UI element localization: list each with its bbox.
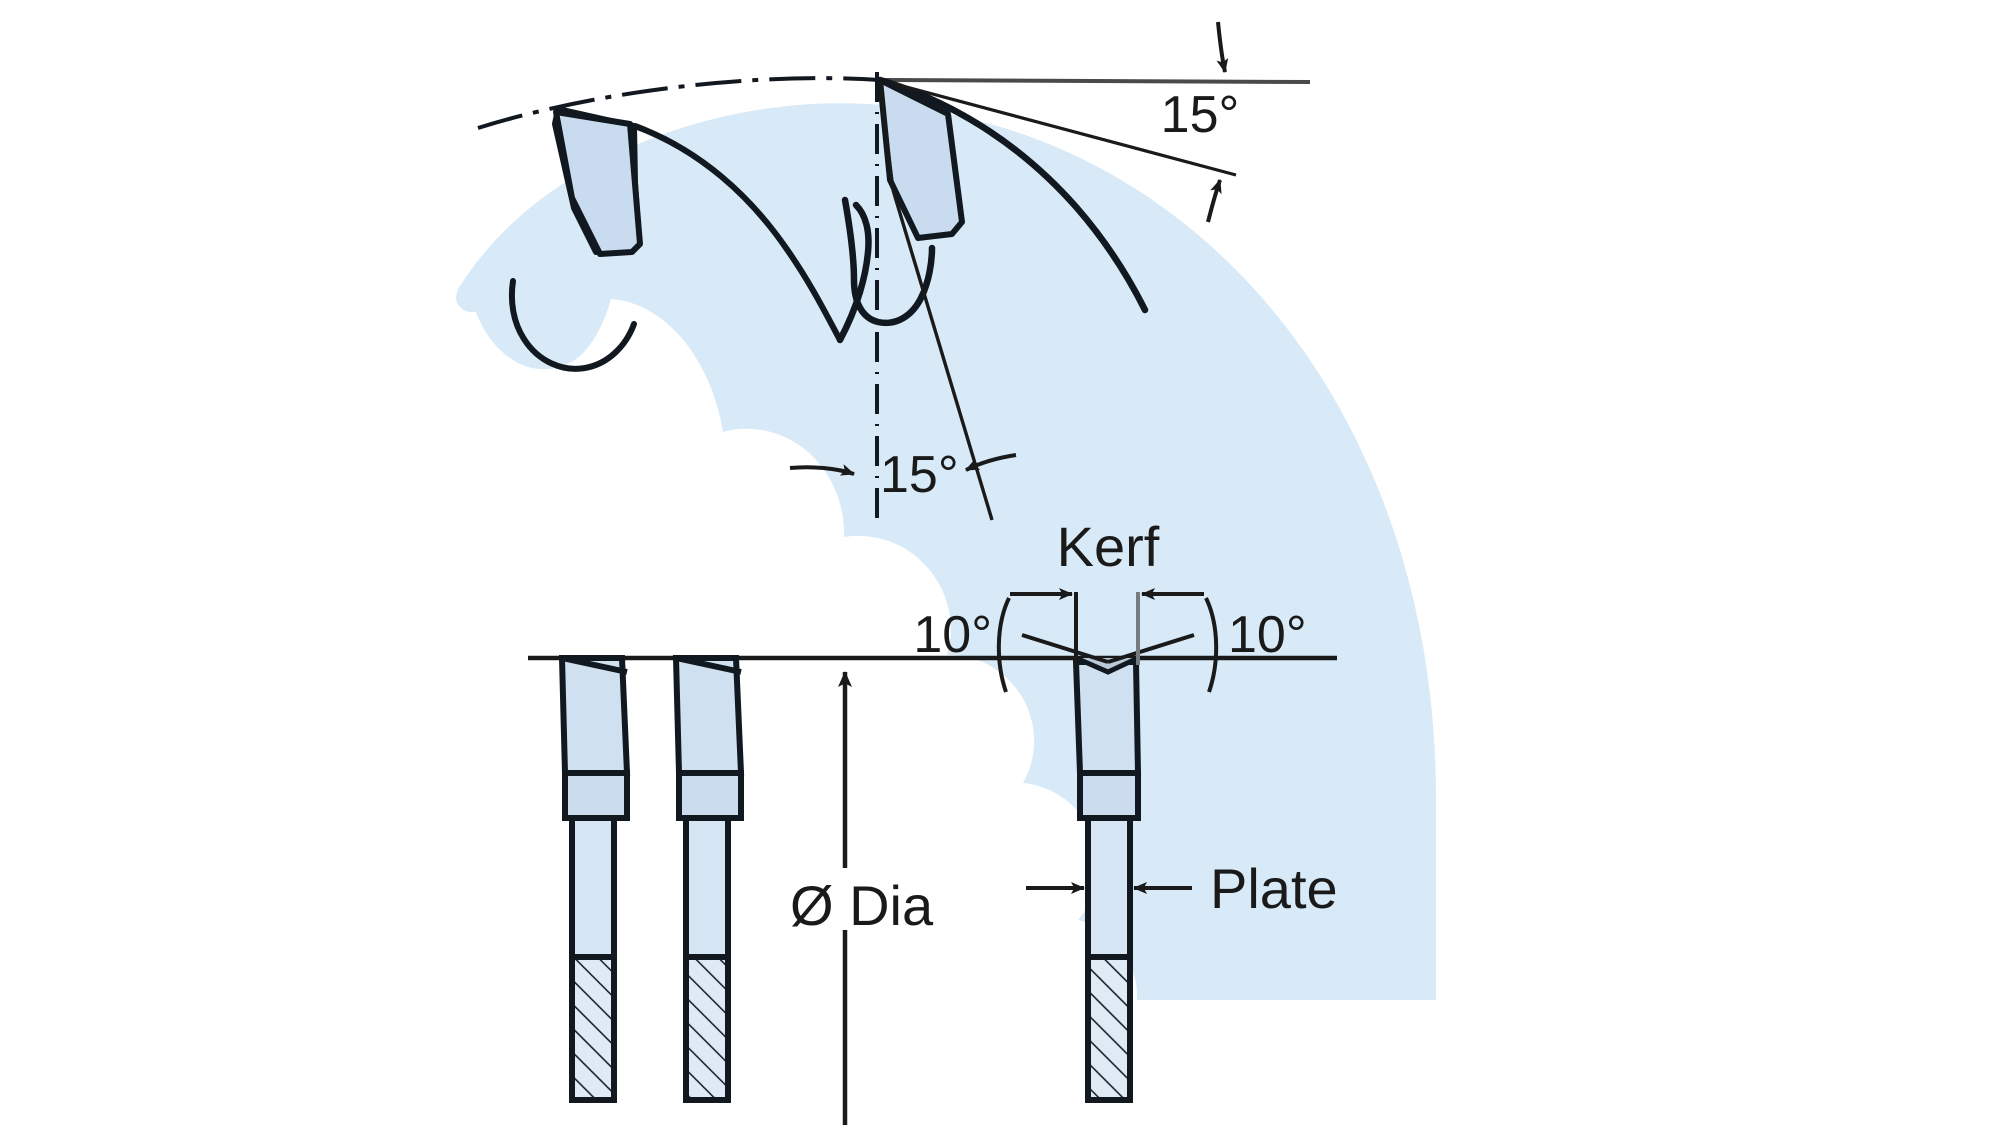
clearance-arc-right [1204, 597, 1219, 693]
plate-body-left-1 [569, 815, 617, 960]
clearance-line-right [1107, 633, 1195, 664]
hatched-section-left-1 [569, 954, 617, 1103]
tip-top-bevel-left-2 [675, 655, 742, 675]
label-diameter: Ø Dia [790, 874, 934, 937]
blade-body-curve-right [876, 76, 1149, 314]
plate-body-left-2 [683, 815, 731, 960]
tip-circle-arc [477, 76, 881, 130]
gullet-arc-center [836, 201, 872, 344]
tangent-line-upper [879, 78, 1311, 84]
rake-reference-line [879, 78, 1237, 177]
label-clearance-left: 10° [913, 606, 992, 664]
hatched-section-left-2 [683, 954, 731, 1103]
braze-section-right [1077, 770, 1141, 821]
plate-body-right [1085, 815, 1133, 960]
carbide-tip-left-1 [558, 655, 631, 776]
carbide-tooth-left-shape [553, 109, 643, 257]
carbide-tip-right [1072, 659, 1142, 776]
carbide-tooth-center [877, 77, 965, 241]
blade-glow-cloud [456, 103, 1436, 1000]
braze-section-left-1 [562, 770, 630, 821]
arrow-top-rake-upper [1216, 21, 1229, 73]
braze-section-left-2 [676, 770, 744, 821]
tooth-left-1 [558, 655, 631, 1103]
carbide-tip-left-2 [672, 655, 745, 776]
clearance-arc-left [996, 597, 1011, 693]
label-plate: Plate [1210, 857, 1338, 920]
tooth-face-line-center [878, 81, 895, 189]
label-kerf: Kerf [1057, 515, 1160, 578]
arrow-hook-right [965, 453, 1017, 472]
blade-body-curve-left [632, 123, 843, 343]
tip-top-bevel-left-1 [561, 655, 628, 675]
label-top-rake-angle: 15° [1161, 86, 1240, 144]
tooth-left-2 [672, 655, 745, 1103]
tip-v-notch-right [1074, 655, 1140, 675]
diameter-label-mask [820, 868, 870, 930]
tooth-right-detail [1072, 655, 1142, 1103]
label-hook-angle: 15° [880, 446, 959, 504]
clearance-line-left [1021, 633, 1109, 664]
blade-body-outline-left [508, 278, 637, 372]
arrow-top-rake-lower [1206, 179, 1222, 223]
arrow-hook-left [789, 464, 855, 476]
label-clearance-right: 10° [1228, 606, 1307, 664]
hatched-section-right [1085, 954, 1133, 1103]
